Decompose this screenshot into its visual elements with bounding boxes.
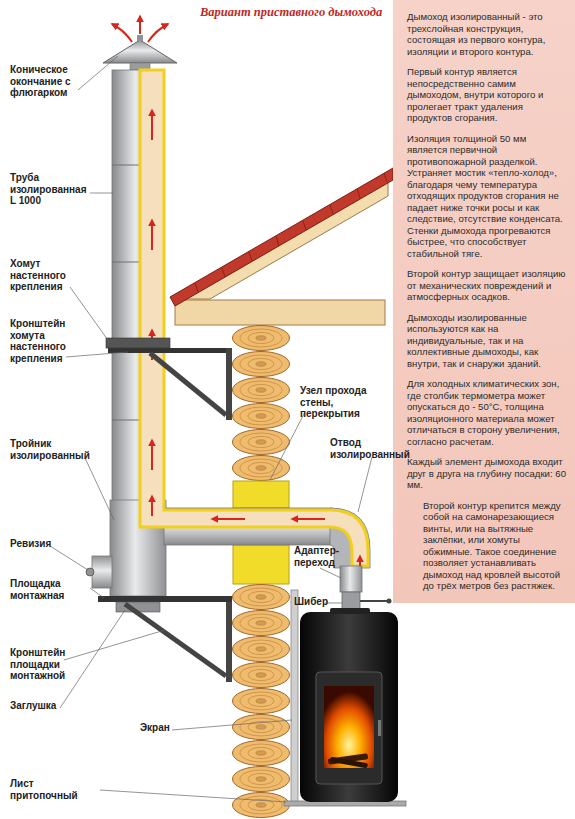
part-label: Экран xyxy=(140,722,180,734)
note-paragraph: Дымоход изолированный - это трехслойная … xyxy=(407,11,566,57)
part-label: Заглушка xyxy=(10,700,90,712)
part-label: Тройник изолированный xyxy=(10,438,95,461)
part-label: Кронштейн площадки монтажной xyxy=(10,647,90,682)
part-label: Хомут настенного крепления xyxy=(10,258,90,293)
part-label: Площадка монтажная xyxy=(10,578,90,601)
note-paragraph: Дымоходы изолированные используются как … xyxy=(407,312,566,370)
part-label: Шибер xyxy=(294,596,334,608)
part-label: Узел прохода стены, перекрытия xyxy=(300,385,392,420)
note-paragraph: Каждый элемент дымохода входит друг в др… xyxy=(407,456,566,491)
part-label: Коническое окончание с флюгарком xyxy=(10,64,90,99)
note-paragraph: Изоляция толщиной 50 мм является первичн… xyxy=(407,133,566,260)
part-label: Адаптер-переход xyxy=(294,545,340,568)
part-label: Ревизия xyxy=(10,538,90,550)
part-label: Отвод изолированный xyxy=(330,437,405,460)
part-label: Кронштейн хомута настенного крепления xyxy=(10,318,90,364)
diagram-title: Вариант приставного дымохода xyxy=(200,5,382,20)
info-panel: Дымоход изолированный - это трехслойная … xyxy=(393,0,575,603)
part-label: Труба изолированная L 1000 xyxy=(10,172,90,207)
note-paragraph: Второй контур крепится между собой на са… xyxy=(423,500,566,592)
note-paragraph: Первый контур является непосредственно с… xyxy=(407,66,566,124)
note-paragraph: Для холодных климатических зон, где стол… xyxy=(407,378,566,447)
part-label: Лист притопочный xyxy=(10,778,90,801)
note-paragraph: Второй контур защищает изоляцию от механ… xyxy=(407,268,566,303)
